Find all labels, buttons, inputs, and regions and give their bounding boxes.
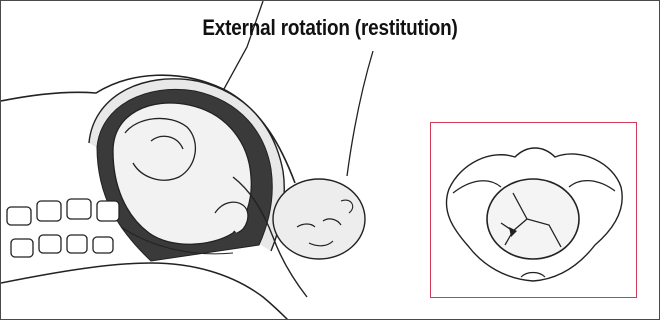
leader-line-right — [347, 51, 373, 176]
pelvic-inlet-inset — [430, 122, 637, 298]
pelvic-inlet-drawing — [431, 123, 636, 297]
fetal-head — [273, 179, 365, 259]
fetal-head-top-view — [487, 179, 579, 259]
sacrum-curve — [1, 263, 289, 320]
diagram-title: External rotation (restitution) — [47, 15, 613, 41]
spine-vertebrae — [7, 199, 119, 257]
